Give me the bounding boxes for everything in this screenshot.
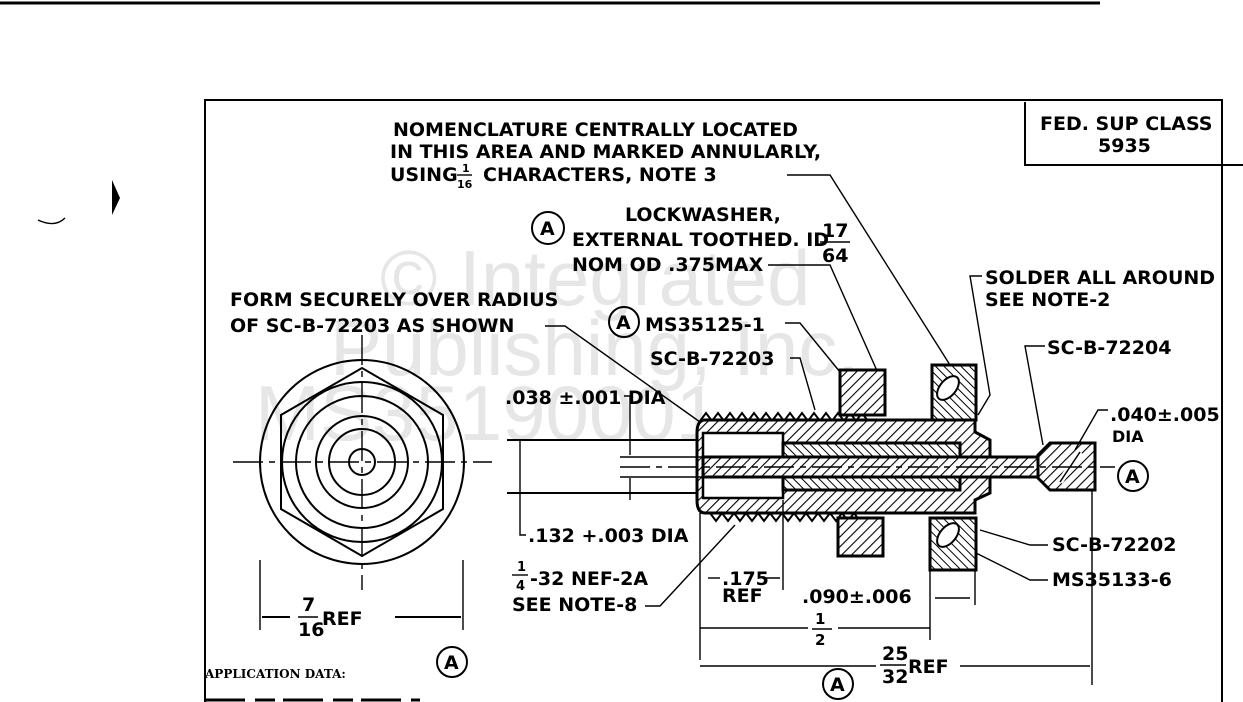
svg-text:SC-B-72203: SC-B-72203 (650, 348, 774, 370)
pin-dia-dimension: .038 ±.001 DIA (505, 387, 703, 500)
sheet-border (204, 99, 1223, 702)
scan-mark (37, 217, 66, 225)
svg-text:OF SC-B-72203 AS SHOWN: OF SC-B-72203 AS SHOWN (230, 315, 514, 337)
svg-text:NOM OD .375MAX: NOM OD .375MAX (572, 254, 764, 276)
part-label-sc-b-72202: SC-B-72202 (979, 529, 1176, 556)
part-label-ms35133: MS35133-6 (959, 544, 1172, 591)
lockwasher-note: A LOCKWASHER, EXTERNAL TOOTHED. ID 17 64… (531, 204, 883, 383)
fed-supply-class-box: FED. SUP CLASS 5935 (1024, 102, 1243, 166)
solder-note: SOLDER ALL AROUND SEE NOTE-2 (969, 267, 1215, 416)
part-label-sc-b-72203: SC-B-72203 (650, 348, 816, 411)
tip-dia-dimension: .040±.005 DIA A (1074, 404, 1220, 492)
svg-text:.038 ±.001 DIA: .038 ±.001 DIA (505, 387, 666, 409)
svg-text:MS35133-6: MS35133-6 (1052, 569, 1172, 591)
svg-text:.040±.005: .040±.005 (1110, 404, 1220, 426)
svg-text:FORM SECURELY OVER RADIUS: FORM SECURELY OVER RADIUS (230, 289, 558, 311)
svg-text:-32 NEF-2A: -32 NEF-2A (530, 568, 648, 590)
svg-text:A: A (830, 674, 845, 696)
svg-text:MS35125-1: MS35125-1 (645, 314, 765, 336)
application-data: APPLICATION DATA: A (204, 646, 468, 702)
svg-text:REF: REF (908, 656, 949, 678)
svg-text:SEE NOTE-8: SEE NOTE-8 (512, 594, 637, 616)
watermark: © Integrated Publishing, Inc. MS35190001 (255, 234, 859, 457)
svg-text:LOCKWASHER,: LOCKWASHER, (625, 204, 781, 226)
svg-text:SOLDER ALL AROUND: SOLDER ALL AROUND (985, 267, 1215, 289)
half-dimension: 1 2 (700, 610, 930, 649)
svg-text:4: 4 (516, 579, 525, 594)
svg-text:A: A (1125, 466, 1140, 488)
svg-text:A: A (616, 312, 631, 334)
svg-text:FED. SUP CLASS: FED. SUP CLASS (1040, 113, 1212, 135)
svg-text:APPLICATION DATA:: APPLICATION DATA: (204, 667, 346, 681)
svg-text:2: 2 (815, 631, 825, 649)
thread-note: 1 4 -32 NEF-2A SEE NOTE-8 (512, 524, 736, 616)
svg-text:.175: .175 (722, 568, 769, 590)
svg-text:EXTERNAL TOOTHED. ID: EXTERNAL TOOTHED. ID (572, 229, 829, 251)
svg-text:REF: REF (322, 608, 363, 630)
svg-text:SC-B-72202: SC-B-72202 (1052, 534, 1176, 556)
svg-text:CHARACTERS, NOTE 3: CHARACTERS, NOTE 3 (483, 164, 717, 186)
svg-text:16: 16 (457, 178, 473, 191)
svg-text:MS35190001: MS35190001 (255, 369, 719, 457)
overall-dimension: 25 32 REF A (700, 490, 1093, 700)
svg-text:REF: REF (722, 585, 763, 607)
svg-text:NOMENCLATURE CENTRALLY LOCATED: NOMENCLATURE CENTRALLY LOCATED (393, 119, 798, 141)
bore-dia-dimension: .132 +.003 DIA (507, 439, 697, 547)
svg-text:17: 17 (822, 220, 848, 242)
svg-text:SC-B-72204: SC-B-72204 (1047, 337, 1171, 359)
svg-text:DIA: DIA (1112, 427, 1144, 446)
part-label-ms35125: A MS35125-1 (608, 306, 841, 373)
svg-text:1: 1 (517, 560, 526, 575)
depth-dimension: .175 REF (699, 500, 784, 660)
svg-text:© Integrated: © Integrated (380, 234, 810, 322)
form-note: FORM SECURELY OVER RADIUS OF SC-B-72203 … (230, 289, 701, 423)
svg-text:.090±.006: .090±.006 (802, 586, 912, 608)
end-view: 7 16 REF (233, 335, 492, 641)
svg-text:USING: USING (390, 164, 458, 186)
svg-text:SEE NOTE-2: SEE NOTE-2 (985, 289, 1110, 311)
svg-text:64: 64 (822, 245, 848, 267)
svg-text:.132 +.003 DIA: .132 +.003 DIA (528, 525, 689, 547)
svg-text:25: 25 (882, 643, 908, 665)
svg-text:IN THIS AREA AND MARKED ANNULA: IN THIS AREA AND MARKED ANNULARLY, (390, 141, 821, 163)
section-view (620, 363, 1115, 572)
svg-text:7: 7 (302, 594, 315, 616)
svg-text:1: 1 (815, 610, 825, 628)
svg-text:16: 16 (298, 619, 324, 641)
part-label-sc-b-72204: SC-B-72204 (1024, 337, 1171, 446)
svg-text:A: A (540, 218, 555, 240)
scan-mark (112, 180, 120, 215)
svg-text:1: 1 (462, 162, 470, 175)
nomenclature-note: NOMENCLATURE CENTRALLY LOCATED IN THIS A… (390, 119, 951, 366)
svg-text:32: 32 (882, 666, 908, 688)
svg-text:A: A (444, 652, 459, 674)
svg-text:5935: 5935 (1098, 135, 1151, 157)
